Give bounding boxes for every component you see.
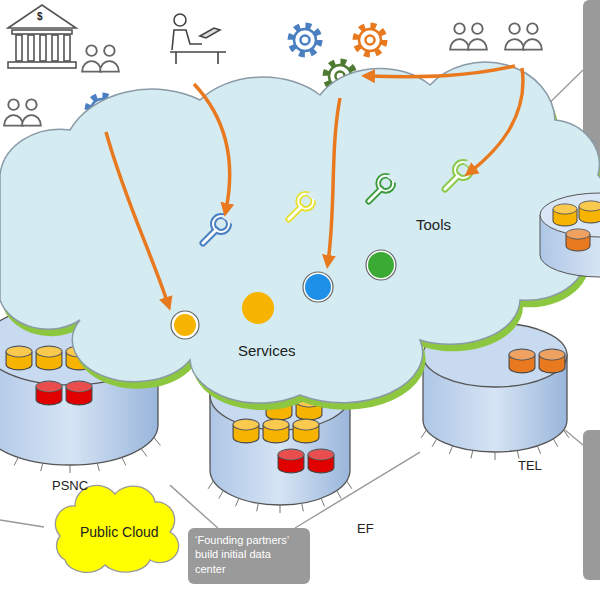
node-label: PSNC <box>52 478 88 493</box>
node-label: TEL <box>518 458 542 473</box>
node-label: Tools <box>416 216 451 233</box>
node-label: Services <box>238 342 296 359</box>
icon-symbol: $ <box>37 11 43 22</box>
node-label: EF <box>357 521 374 536</box>
callout-box: ‘Founding partners’ build initial data c… <box>188 528 310 584</box>
leader-connector <box>170 485 218 528</box>
node-label: Public Cloud <box>80 524 159 540</box>
callout-text: ‘Founding partners’ build initial data c… <box>195 533 303 576</box>
